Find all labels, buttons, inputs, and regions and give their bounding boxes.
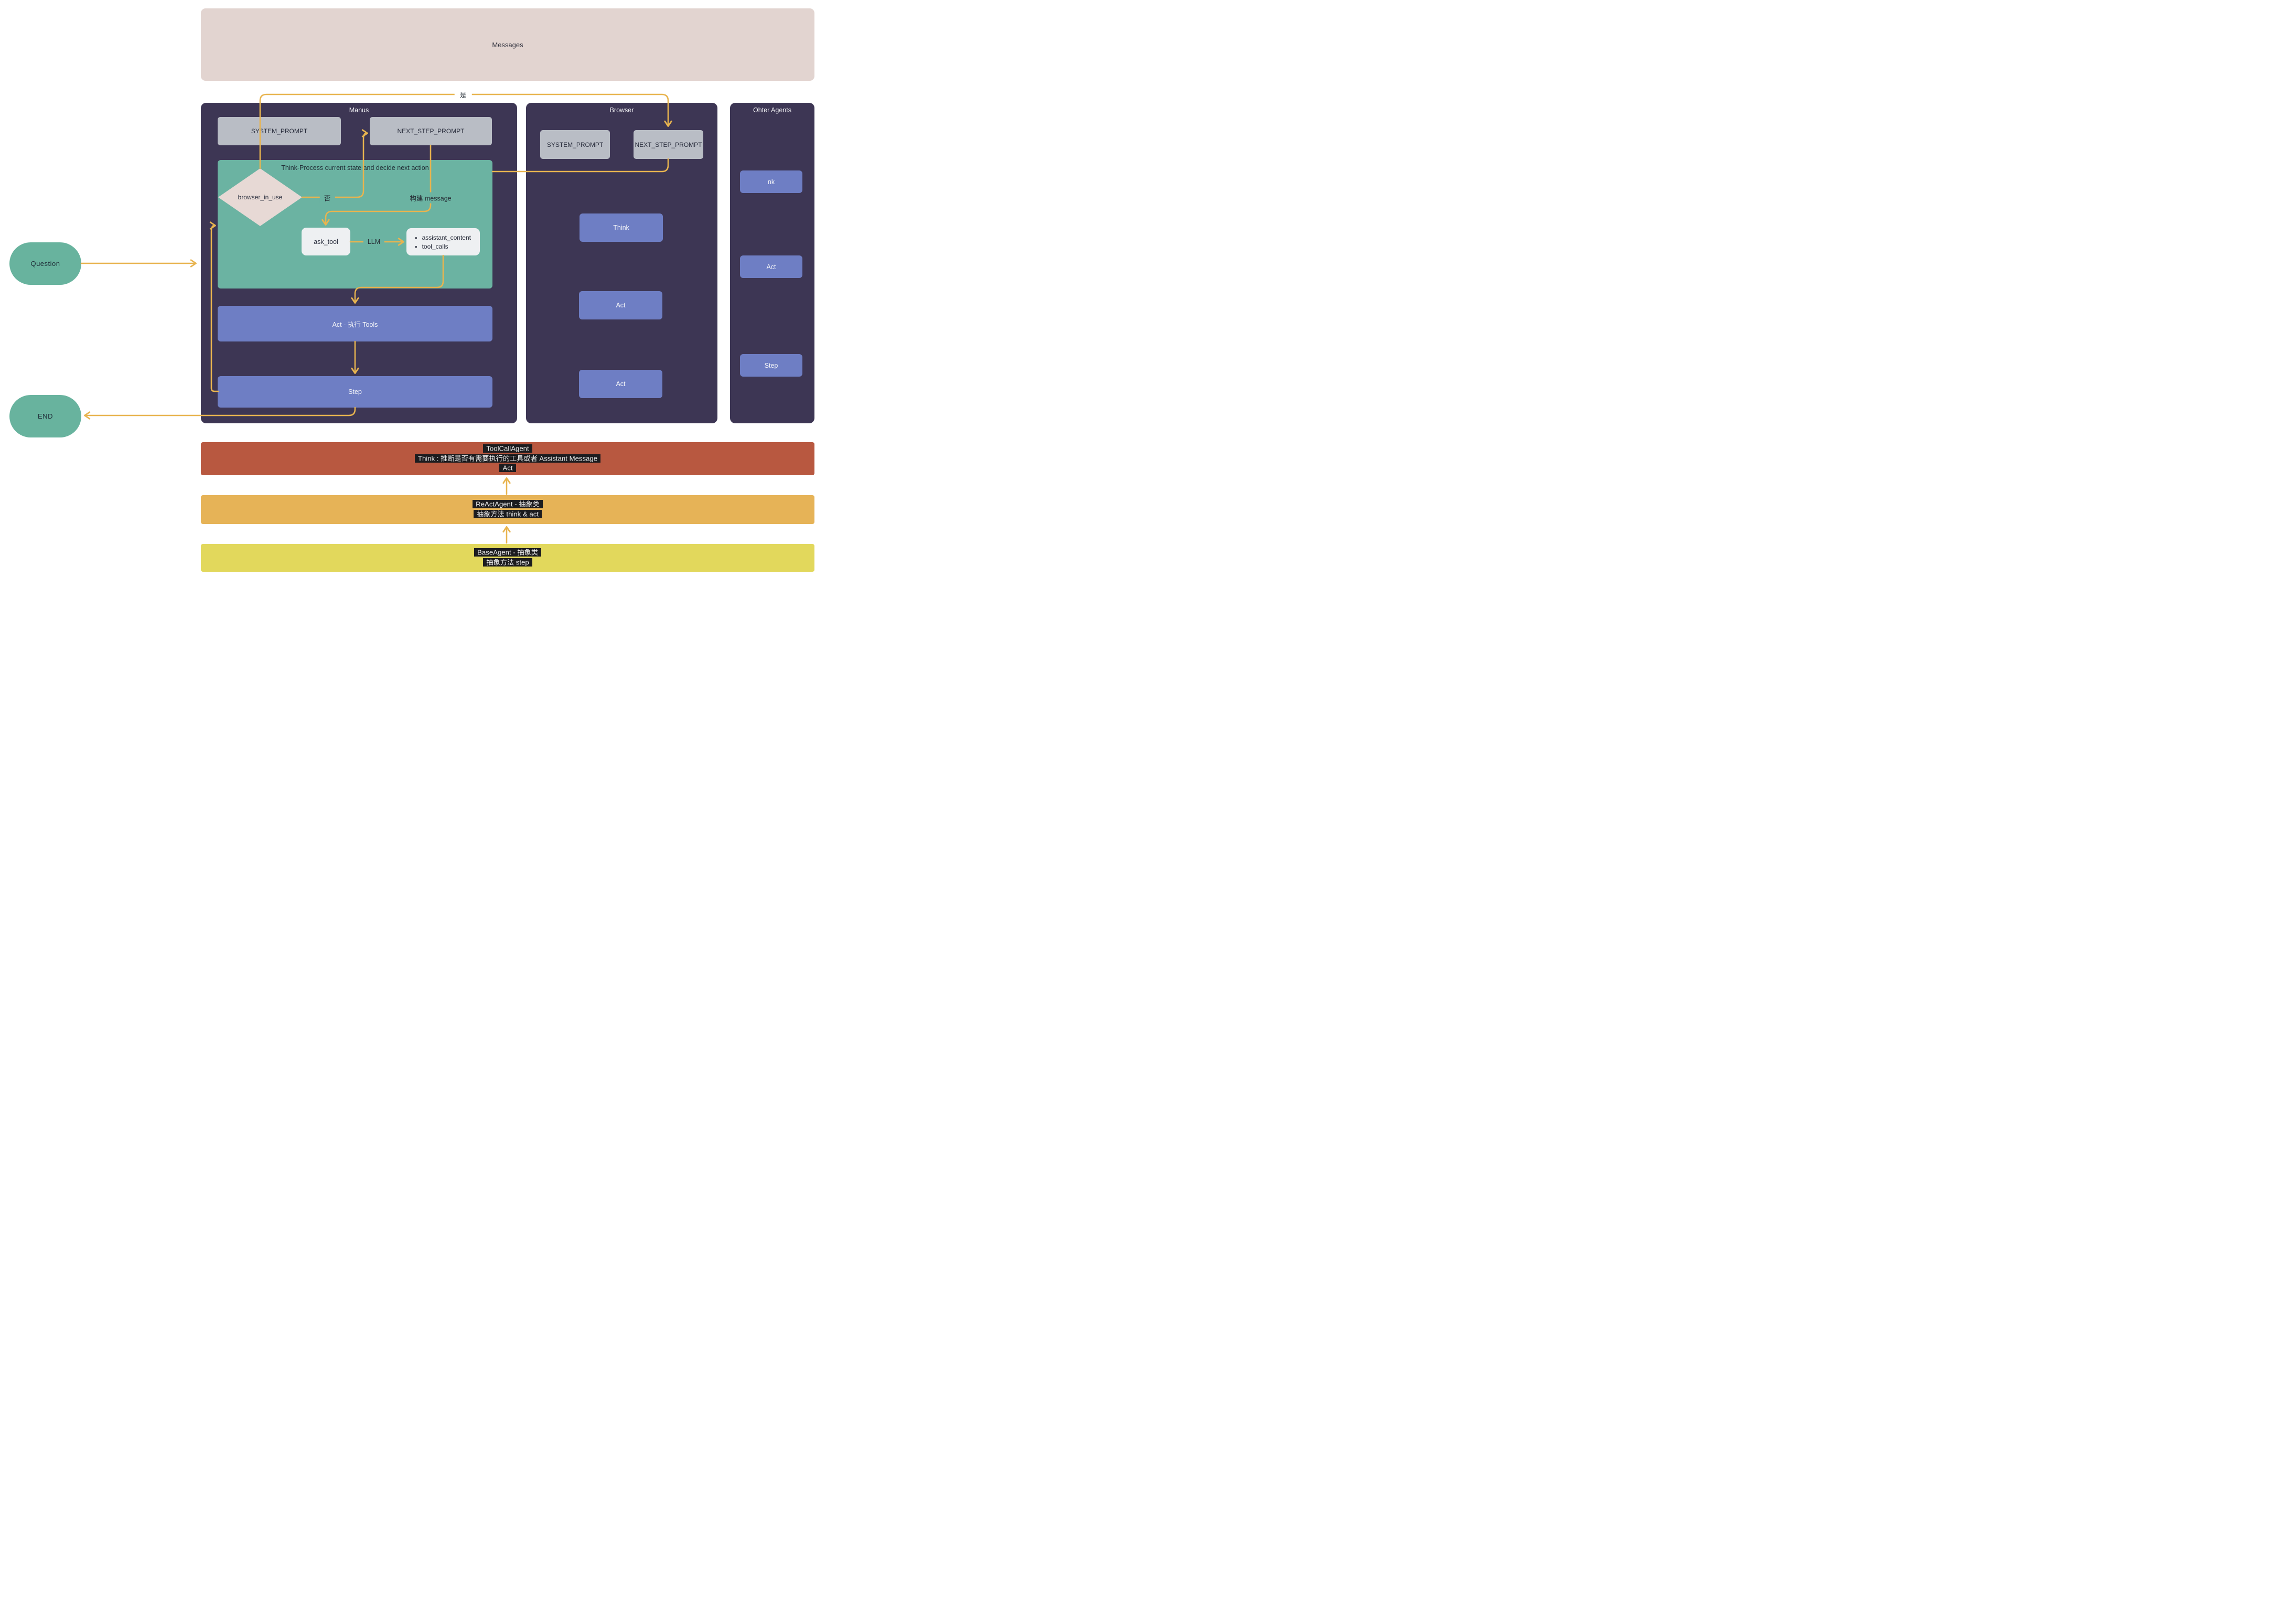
browser-think-node: Think [580,213,663,242]
question-terminal: Question [9,242,81,285]
base-agent-bar: BaseAgent - 抽象类 抽象方法 step [201,544,814,572]
end-label: END [38,412,53,420]
other-agents-act-node: Act [740,255,802,278]
edge-label-yes: 是 [454,89,472,100]
manus-next-step-prompt-node: NEXT_STEP_PROMPT [370,117,492,145]
bullet-icon: • [415,243,417,251]
browser-act-node: Act [579,291,662,319]
other-agents-act-label: Act [766,263,776,271]
other-agents-container: Ohter Agents nk Act Step [730,103,814,423]
manus-next-step-prompt-label: NEXT_STEP_PROMPT [397,127,465,135]
toolcall-line: ToolCallAgent [483,444,532,454]
manus-system-prompt-label: SYSTEM_PROMPT [251,127,308,135]
base-line: 抽象方法 step [483,558,532,568]
ask-tool-node: ask_tool [302,228,350,255]
browser-think-label: Think [613,224,629,231]
manus-step-node: Step [218,376,492,408]
bullet-icon: • [415,234,417,242]
react-agent-bar: ReActAgent - 抽象类 抽象方法 think & act [201,495,814,524]
tool-calls-label: tool_calls [422,243,448,250]
llm-output-node: • assistant_content • tool_calls [406,228,480,255]
other-agents-think-label: nk [767,178,775,186]
llm-output-item: • tool_calls [415,242,477,251]
browser-in-use-label: browser_in_use [238,194,283,201]
manus-step-label: Step [348,388,362,396]
end-terminal: END [9,395,81,437]
act-tools-label: Act - 执行 Tools [332,320,378,328]
browser-title: Browser [609,106,634,114]
edge-label-build-message: 构建 message [405,192,456,204]
other-agents-think-node: nk [740,170,802,193]
browser-act-label: Act [616,302,626,309]
think-process-node: Think-Process current state and decide n… [218,160,492,289]
base-line: BaseAgent - 抽象类 [474,548,541,558]
browser-system-prompt-label: SYSTEM_PROMPT [546,141,604,148]
assistant-content-label: assistant_content [422,234,471,241]
browser-system-prompt-node: SYSTEM_PROMPT [540,130,610,159]
toolcall-line: Act [499,464,516,474]
question-label: Question [30,260,60,268]
browser-act2-label: Act [616,380,626,388]
other-agents-step-label: Step [764,361,778,369]
edge-label-no: 否 [319,192,335,204]
toolcall-agent-bar: ToolCallAgent Think : 推断是否有需要执行的工具或者 Ass… [201,442,814,475]
diagram-canvas: Messages Manus SYSTEM_PROMPT NEXT_STEP_P… [0,0,822,582]
browser-container: Browser SYSTEM_PROMPT NEXT_STEP_PROMPT T… [526,103,717,423]
messages-node: Messages [201,8,814,81]
toolcall-line: Think : 推断是否有需要执行的工具或者 Assistant Message [414,454,601,464]
other-agents-title: Ohter Agents [753,106,791,114]
manus-system-prompt-node: SYSTEM_PROMPT [218,117,341,145]
manus-title: Manus [349,106,369,114]
ask-tool-label: ask_tool [314,238,338,245]
browser-next-step-prompt-label: NEXT_STEP_PROMPT [635,141,702,148]
manus-container: Manus SYSTEM_PROMPT NEXT_STEP_PROMPT Thi… [201,103,517,423]
react-line: 抽象方法 think & act [474,510,542,520]
browser-act2-node: Act [579,370,662,398]
other-agents-step-node: Step [740,354,802,377]
browser-next-step-prompt-node: NEXT_STEP_PROMPT [634,130,703,159]
react-line: ReActAgent - 抽象类 [473,500,543,510]
messages-label: Messages [492,40,523,49]
act-tools-node: Act - 执行 Tools [218,306,492,341]
llm-output-item: • assistant_content [415,233,477,242]
edge-label-llm: LLM [363,238,385,246]
